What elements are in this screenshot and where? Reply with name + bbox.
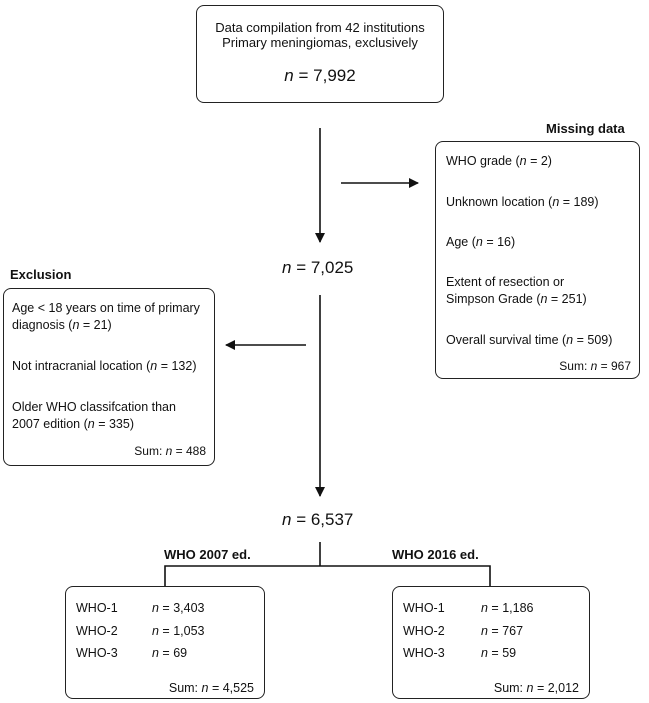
who2007-heading: WHO 2007 ed. bbox=[164, 547, 251, 562]
source-line-1: Data compilation from 42 institutions bbox=[215, 20, 425, 35]
who2007-row-count: n = 1,053 bbox=[152, 624, 205, 638]
who2016-row-count: n = 767 bbox=[481, 624, 524, 638]
missing-item: Simpson Grade (n = 251) bbox=[446, 292, 587, 306]
n-symbol: n bbox=[282, 258, 292, 277]
who2016-sum: Sum: n = 2,012 bbox=[493, 681, 579, 695]
count-value: = 6,537 bbox=[291, 510, 354, 529]
n-symbol: n bbox=[282, 510, 292, 529]
exclusion-item: Not intracranial location (n = 132) bbox=[12, 359, 197, 373]
n-symbol: n bbox=[284, 66, 294, 85]
who2007-row-grade: WHO-2 bbox=[76, 624, 118, 638]
who2016-row-grade: WHO-1 bbox=[403, 601, 445, 615]
count-value: = 7,025 bbox=[291, 258, 354, 277]
who2016-row-grade: WHO-3 bbox=[403, 646, 445, 660]
branch-connector bbox=[164, 565, 491, 586]
who2007-row-grade: WHO-1 bbox=[76, 601, 118, 615]
after-missing-count: n = 7,025 bbox=[282, 258, 354, 277]
source-box: Data compilation from 42 institutions Pr… bbox=[196, 5, 444, 103]
who2016-box: WHO-1 n = 1,186 WHO-2 n = 767 WHO-3 n = … bbox=[392, 586, 590, 699]
exclusion-heading: Exclusion bbox=[10, 267, 72, 282]
exclusion-item: 2007 edition (n = 335) bbox=[12, 417, 134, 431]
missing-item: Extent of resection or bbox=[446, 275, 565, 289]
exclusion-item: Age < 18 years on time of primary bbox=[12, 301, 200, 315]
who2007-box: WHO-1 n = 3,403 WHO-2 n = 1,053 WHO-3 n … bbox=[65, 586, 265, 699]
missing-item: Overall survival time (n = 509) bbox=[446, 333, 613, 347]
count-value: = 7,992 bbox=[293, 66, 356, 85]
exclusion-box: Age < 18 years on time of primary diagno… bbox=[3, 288, 215, 466]
who2007-row-grade: WHO-3 bbox=[76, 646, 118, 660]
source-count: n = 7,992 bbox=[205, 66, 435, 85]
exclusion-item: Older WHO classifcation than bbox=[12, 400, 176, 414]
missing-item: WHO grade (n = 2) bbox=[446, 154, 552, 168]
who2016-row-grade: WHO-2 bbox=[403, 624, 445, 638]
who2007-sum: Sum: n = 4,525 bbox=[168, 681, 254, 695]
who2007-row-count: n = 3,403 bbox=[152, 601, 205, 615]
missing-item: Unknown location (n = 189) bbox=[446, 195, 599, 209]
who2016-heading: WHO 2016 ed. bbox=[392, 547, 479, 562]
final-cohort-count: n = 6,537 bbox=[282, 510, 354, 529]
missing-sum: Sum: n = 967 bbox=[559, 359, 631, 373]
missing-data-box: WHO grade (n = 2) Unknown location (n = … bbox=[435, 141, 640, 379]
missing-data-heading: Missing data bbox=[546, 121, 625, 136]
who2016-row-count: n = 59 bbox=[481, 646, 517, 660]
source-line-2: Primary meningiomas, exclusively bbox=[222, 35, 418, 50]
exclusion-item: diagnosis (n = 21) bbox=[12, 318, 112, 332]
exclusion-sum: Sum: n = 488 bbox=[134, 444, 206, 458]
who2016-row-count: n = 1,186 bbox=[481, 601, 534, 615]
who2007-row-count: n = 69 bbox=[152, 646, 188, 660]
missing-item: Age (n = 16) bbox=[446, 235, 516, 249]
